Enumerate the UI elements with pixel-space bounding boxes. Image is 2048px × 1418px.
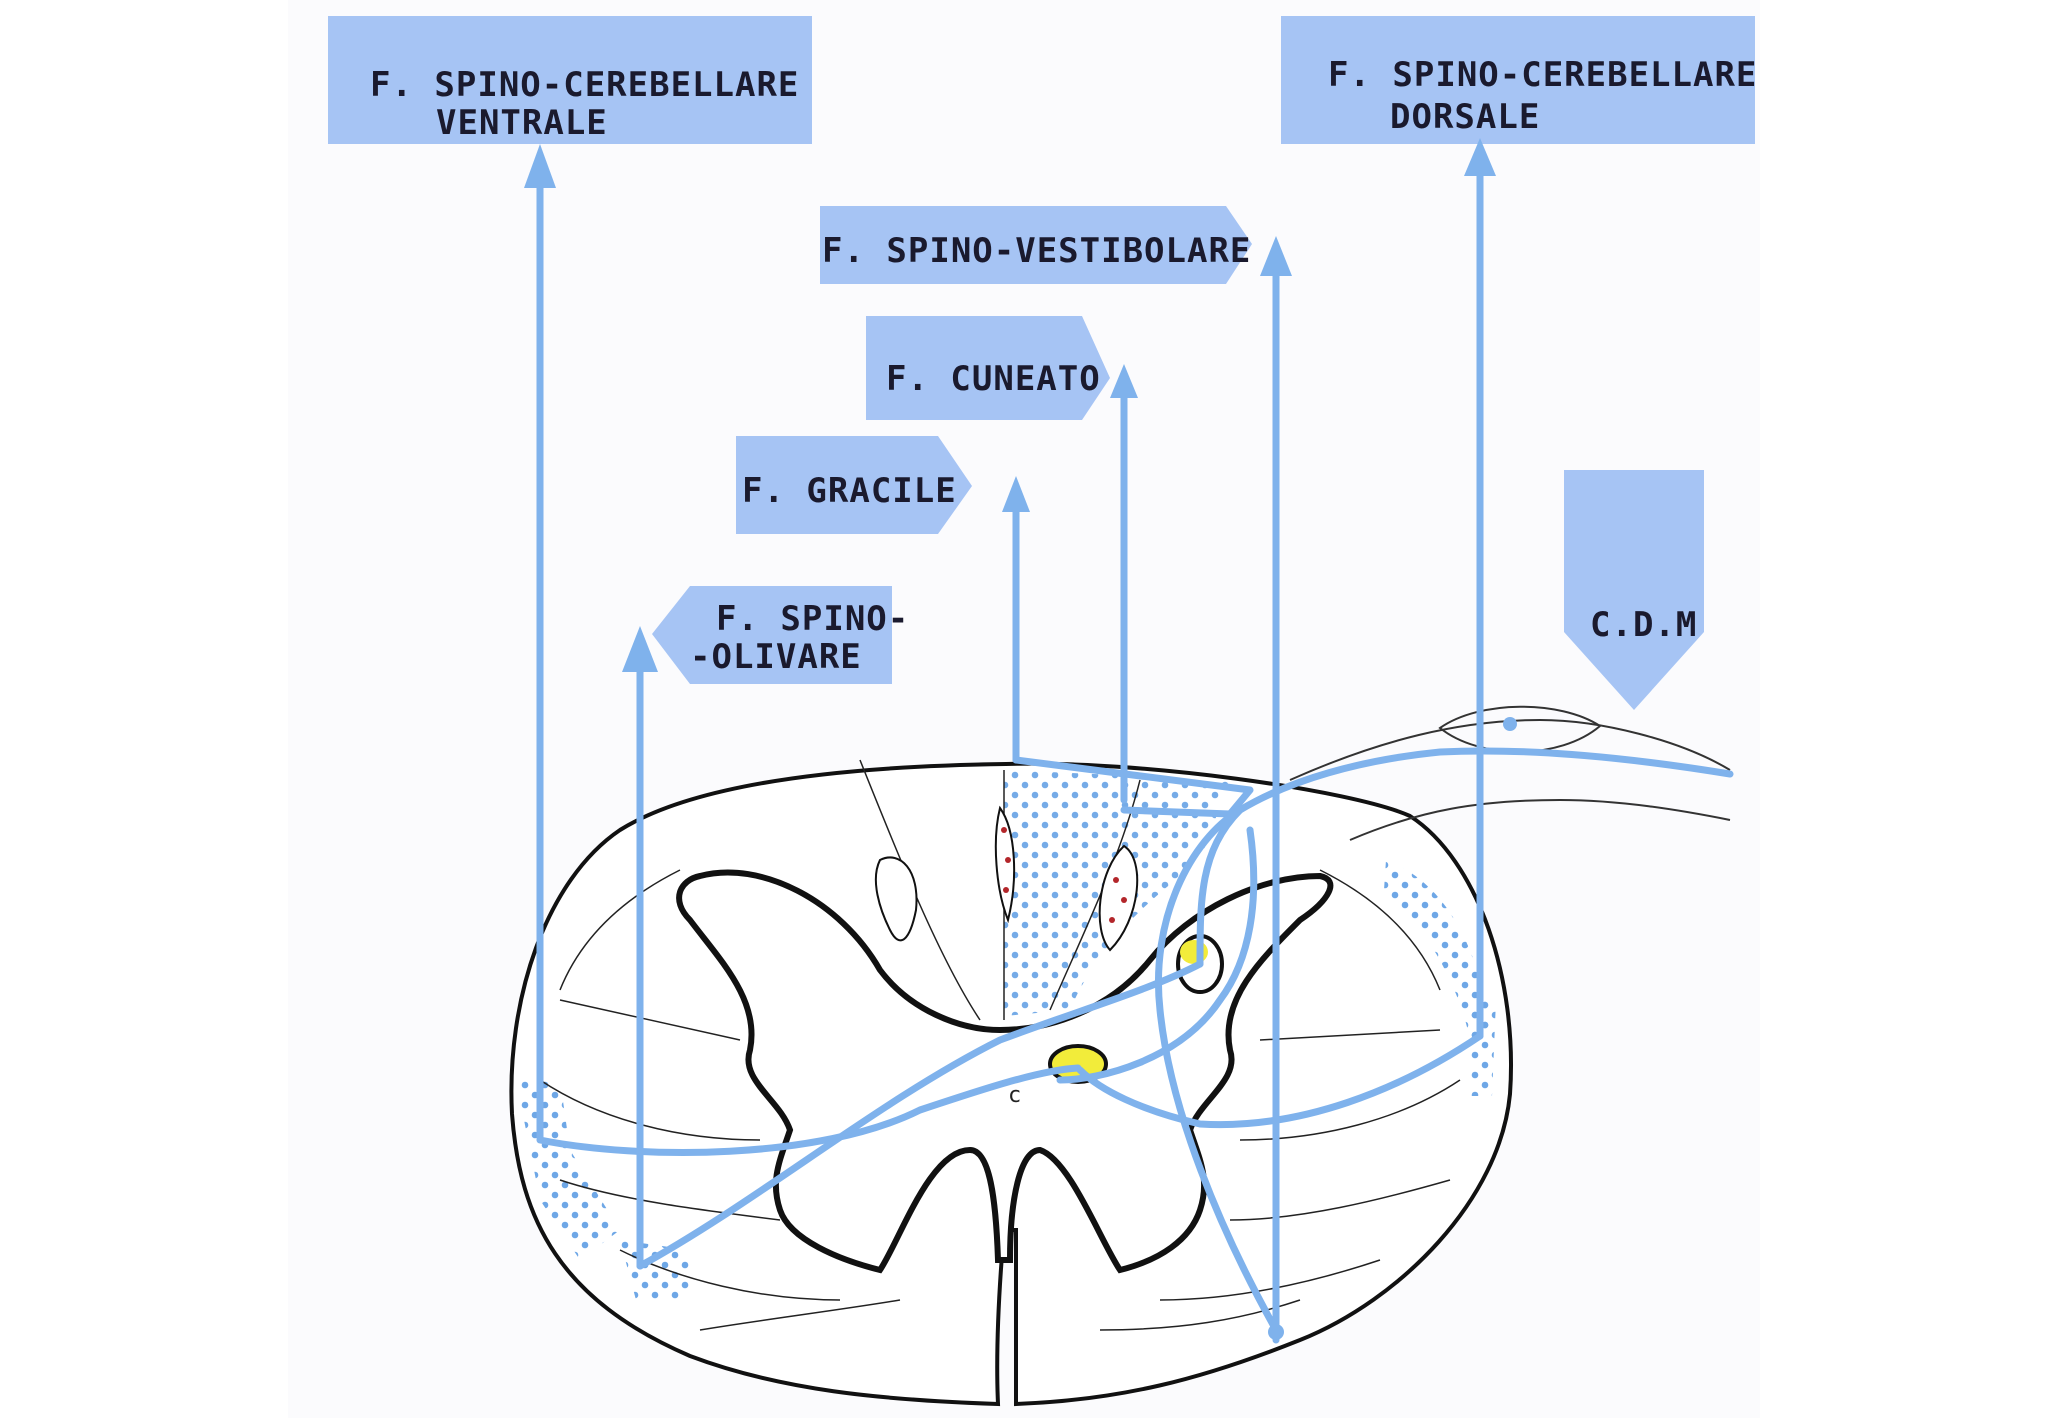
arrowhead-ventral [524, 144, 556, 188]
ganglion-cell [1503, 717, 1517, 731]
arrowheads [524, 138, 1496, 672]
pathway-afferent-inner [1056, 826, 1258, 1084]
label-line1: F. SPINO-CEREBELLARE [1328, 55, 1757, 95]
arrowhead-dorsal [1464, 138, 1496, 176]
pathway-ventral-crossing [536, 1064, 1082, 1156]
pathway-dorsal-crossing [1076, 1032, 1484, 1129]
label-line1: F. SPINO- [716, 599, 909, 639]
label-dorsal-spinocerebellar: F. SPINO-CEREBELLARE DORSALE [1281, 16, 1757, 144]
pathway-afferent-arc [1155, 806, 1280, 1334]
label-line2: VENTRALE [436, 103, 608, 143]
pathway-afferent [1196, 747, 1734, 968]
pathway-dorsal-column-entry [1012, 756, 1254, 818]
label-box [652, 586, 892, 684]
spinal-cord-section: c [509, 705, 1731, 1407]
label-box [736, 436, 972, 534]
central-canal-label: c [1008, 1083, 1021, 1108]
nucleus-upper-fill [1180, 940, 1208, 964]
label-box [866, 316, 1110, 420]
label-box [820, 206, 1252, 284]
region-dorsal-spinocerebellar-right [1384, 860, 1492, 1040]
label-ventral-spinocerebellar: F. SPINO-CEREBELLARE VENTRALE [328, 16, 812, 144]
label-text: F. GRACILE [742, 471, 957, 511]
pathway-olivary-crossing [636, 960, 1204, 1270]
label-text: F. SPINO-VESTIBOLARE [822, 231, 1251, 271]
label-line1: F. SPINO-CEREBELLARE [370, 65, 799, 105]
label-box [1281, 16, 1755, 144]
terminal-cell [1268, 1324, 1284, 1340]
pathways [536, 146, 1734, 1344]
label-cuneate: F. CUNEATO [866, 316, 1110, 420]
arrowhead-gracile [1002, 476, 1030, 512]
label-text: C.D.M [1590, 605, 1697, 645]
arrowhead-olivary [622, 626, 658, 672]
dorsal-horn-lobe [874, 856, 918, 942]
dorsal-root-ganglion [1438, 705, 1602, 753]
label-box [1564, 470, 1704, 710]
label-line2: DORSALE [1390, 97, 1540, 137]
label-spino-olivary: F. SPINO- -OLIVARE [652, 586, 909, 684]
label-cdm: C.D.M [1564, 470, 1704, 710]
arrowhead-cuneate [1110, 364, 1138, 398]
red-dots [1001, 827, 1127, 923]
label-spino-vestibular: F. SPINO-VESTIBOLARE [820, 206, 1252, 284]
label-gracile: F. GRACILE [736, 436, 972, 534]
label-box [328, 16, 812, 144]
gracile-nucleus [994, 805, 1016, 924]
label-text: F. CUNEATO [886, 359, 1101, 399]
dorsal-root [1289, 718, 1731, 841]
arrowhead-vestibular [1260, 236, 1292, 276]
label-line2: -OLIVARE [690, 637, 862, 677]
cuneate-nucleus [1098, 844, 1139, 952]
